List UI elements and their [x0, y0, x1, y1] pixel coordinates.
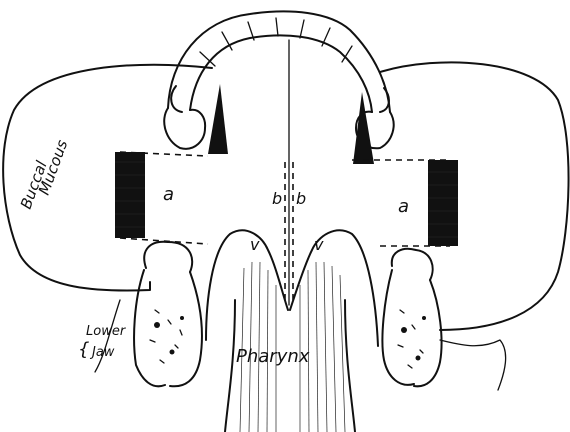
label-a-left: a: [163, 184, 174, 205]
label-jaw: Jaw: [89, 345, 115, 360]
label-lower: Lower: [86, 324, 127, 339]
left-flap-region: [115, 152, 208, 244]
label-b-right: b: [296, 189, 306, 208]
label-a-right: a: [398, 196, 409, 217]
left-dark-triangle: [208, 84, 228, 154]
label-b-left: b: [272, 189, 282, 208]
jaw-brace: {: [78, 339, 89, 360]
lower-jaw-left: [95, 242, 202, 387]
right-hatched-bar: [428, 160, 458, 246]
label-pharynx: Pharynx: [236, 346, 310, 367]
right-palate-fold: [290, 230, 378, 346]
label-v-right: v: [314, 235, 324, 254]
lower-jaw-right: [382, 249, 505, 390]
label-v-left: v: [250, 235, 260, 254]
left-hatched-bar: [115, 152, 145, 238]
